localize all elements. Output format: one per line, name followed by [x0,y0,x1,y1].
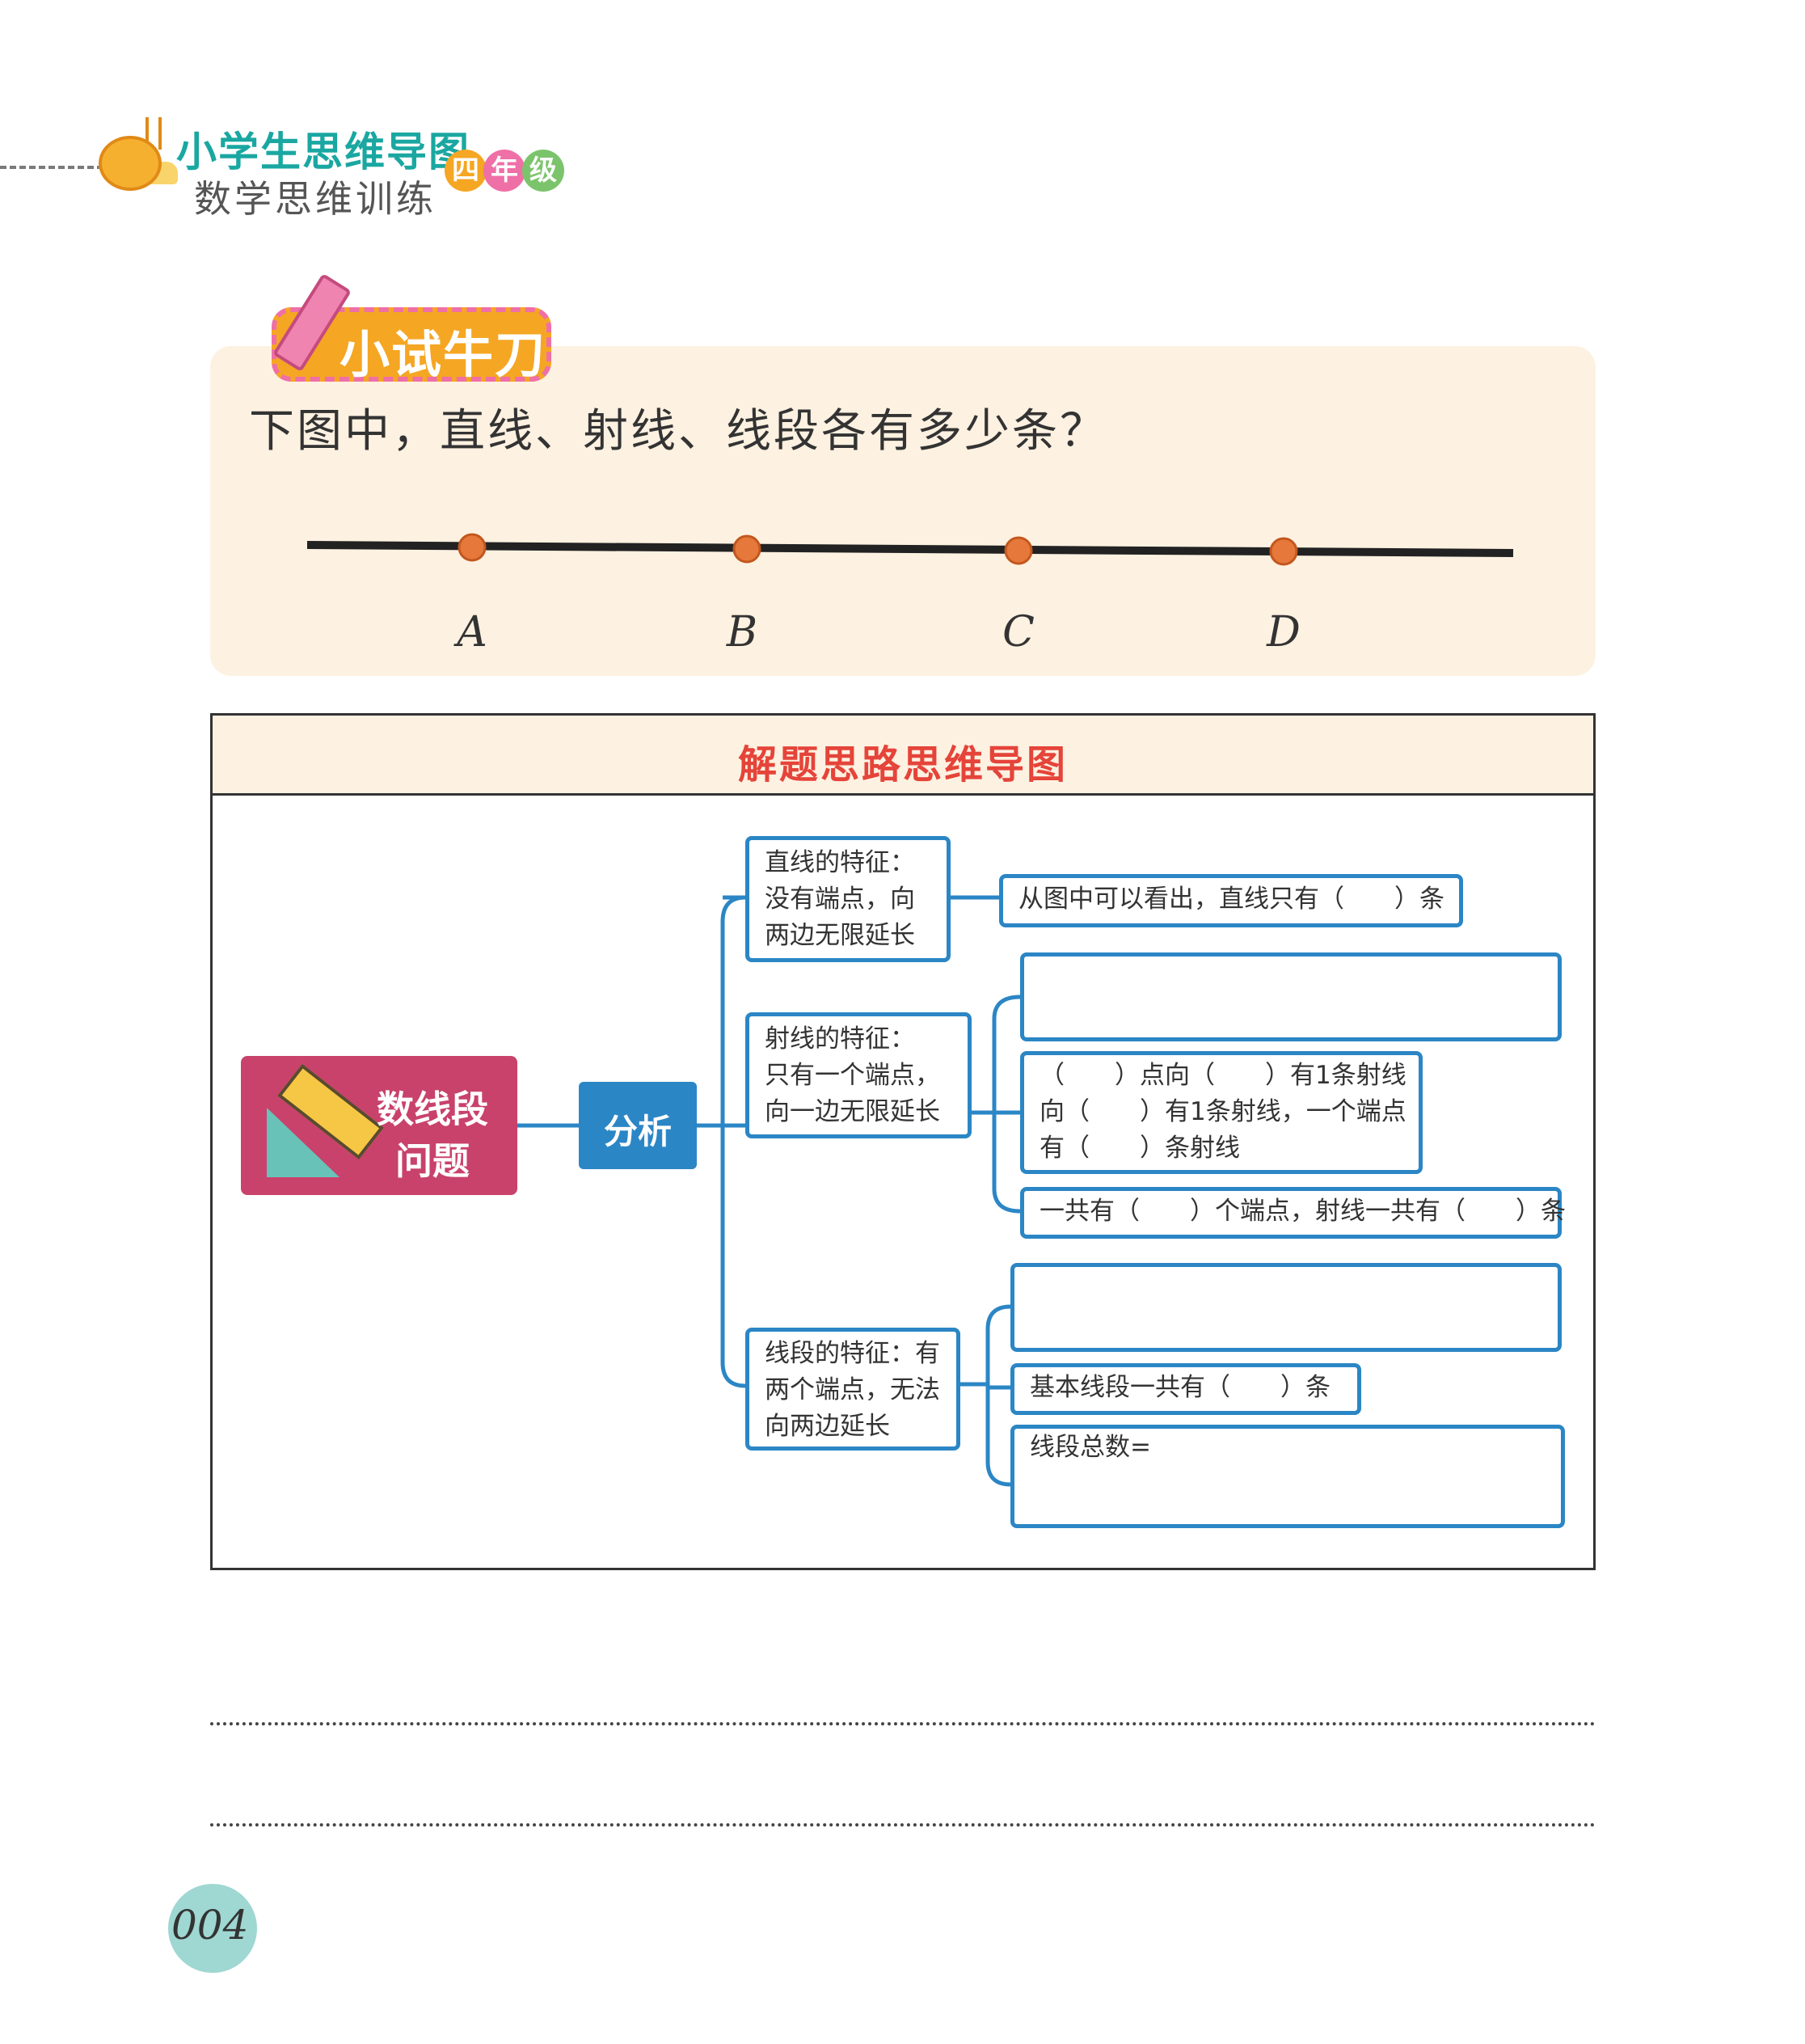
point-label-b: B [726,608,758,657]
header-dashed-line [0,166,162,169]
ray-feature-box [745,1012,972,1138]
root-node-line2: 问题 [395,1139,470,1183]
line-figure-line [306,541,1514,557]
point-label-d: D [1267,608,1301,657]
answer-line[interactable] [210,1823,1596,1827]
series-title: 小学生思维导图 [176,129,470,175]
snail-icon-antenna [158,117,162,150]
ray-detail-box [1020,1051,1423,1174]
snail-icon [99,136,162,191]
page-number-badge [168,1884,257,1973]
segment-feature-box [745,1328,960,1451]
segment-total-box[interactable] [1010,1425,1565,1528]
grade-char: 级 [522,150,564,192]
segment-total-text: 线段总数= [1030,1433,1151,1462]
snail-icon-antenna [145,117,149,150]
mindmap-title: 解题思路思维导图 [737,742,1068,788]
grade-char: 年 [483,150,525,192]
segment-basic-box [1010,1363,1361,1415]
line-answer-text: 从图中可以看出，直线只有（ ）条 [1018,885,1444,914]
practice-badge-label: 小试牛刀 [339,325,547,384]
ray-detail-text: （ ）点向（ ）有1条射线 向（ ）有1条射线，一个端点 有（ ）条射线 [1040,1061,1406,1163]
point-c-marker [1004,536,1033,565]
ray-total-text: 一共有（ ）个端点，射线一共有（ ）条 [1040,1197,1566,1226]
analysis-node [579,1082,697,1169]
root-node-line1: 数线段 [377,1087,488,1131]
point-a-marker [458,533,487,562]
segment-blank-box[interactable] [1010,1263,1562,1352]
segment-basic-text: 基本线段一共有（ ）条 [1030,1373,1331,1402]
line-answer-box [999,874,1463,927]
line-feature-box [745,836,951,962]
line-feature-text: 直线的特征： 没有端点，向 两边无限延长 [765,848,915,950]
mindmap-frame [210,713,1596,1570]
grade-char: 四 [445,150,487,192]
answer-line[interactable] [210,1722,1596,1725]
ray-total-box [1020,1187,1562,1239]
root-node-label: 数线段 问题 [356,1083,509,1187]
point-d-marker [1269,537,1298,566]
ray-feature-text: 射线的特征： 只有一个端点， 向一边无限延长 [765,1024,940,1126]
segment-feature-text: 线段的特征：有 两个端点，无法 向两边延长 [765,1339,940,1441]
point-b-marker [732,534,761,564]
mindmap-header [213,716,1593,796]
analysis-node-label: 分析 [603,1112,672,1151]
question-text: 下图中，直线、射线、线段各有多少条？ [249,405,1107,458]
point-label-a: A [457,608,487,657]
page-number: 004 [171,1902,249,1949]
practice-panel [210,346,1596,676]
ray-blank-box[interactable] [1020,952,1562,1041]
point-label-c: C [1002,608,1035,657]
series-subtitle: 数学思维训练 [194,177,436,221]
